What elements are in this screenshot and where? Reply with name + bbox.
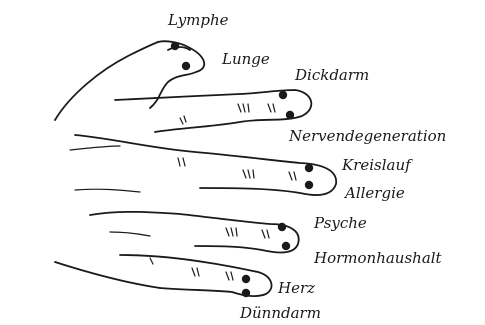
points (171, 42, 313, 297)
point-psyche (278, 223, 286, 231)
label-lymphe: Lymphe (167, 11, 229, 29)
label-hormonhaushalt: Hormonhaushalt (313, 249, 443, 267)
label-allergie: Allergie (343, 184, 405, 202)
point-lunge (182, 62, 190, 70)
point-herz (242, 275, 250, 283)
hand-outline (55, 41, 336, 296)
point-kreislauf (305, 164, 313, 172)
point-lymphe (171, 42, 179, 50)
label-dickdarm: Dickdarm (294, 66, 369, 84)
label-lunge: Lunge (221, 50, 270, 68)
point-hormonhaushalt (282, 242, 290, 250)
point-dickdarm (279, 91, 287, 99)
point-duenndarm (242, 289, 250, 297)
label-herz: Herz (277, 279, 315, 297)
label-psyche: Psyche (313, 214, 367, 232)
label-kreislauf: Kreislauf (341, 156, 413, 174)
label-nervendegeneration: Nervendegeneration (288, 127, 446, 145)
point-nervendegeneration (286, 111, 294, 119)
point-allergie (305, 181, 313, 189)
label-duenndarm: Dünndarm (239, 304, 321, 322)
